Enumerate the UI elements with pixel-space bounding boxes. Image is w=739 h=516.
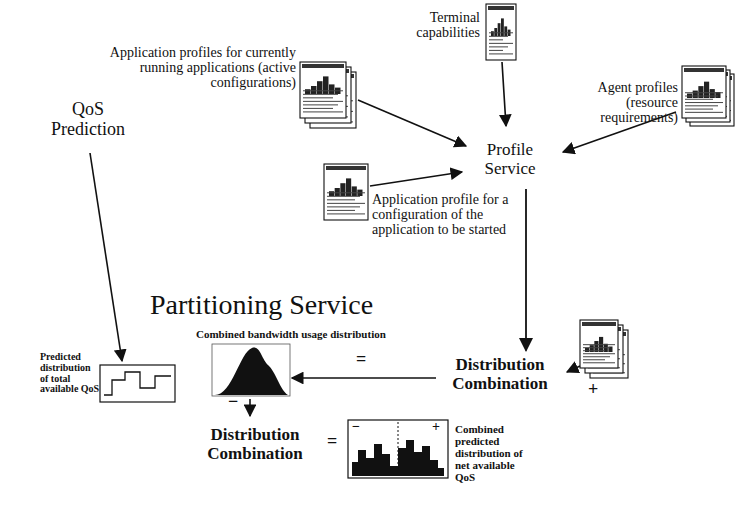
leader-arrows <box>90 62 676 416</box>
node-label: Distribution Combination <box>452 356 547 393</box>
caption-text: Application profiles for currently runni… <box>80 45 296 90</box>
process-box: Distribution Combination <box>197 421 314 470</box>
operator-sign: = <box>327 432 337 451</box>
service-region-outline <box>22 258 734 512</box>
operator-sign: = <box>356 350 366 369</box>
service-ellipse: Profile Service <box>466 129 554 191</box>
bandwidth-chart <box>212 344 290 396</box>
axis-sign: + <box>432 419 440 434</box>
prediction-ellipse: QoS Prediction <box>28 88 149 153</box>
profile-documents <box>300 4 734 378</box>
service-region: Partitioning ServiceDistribution Combina… <box>22 258 734 512</box>
caption-text: Terminal capabilities <box>398 10 480 40</box>
flow-arrow <box>525 189 527 351</box>
chart-label: Combined bandwidth usage distribution <box>196 329 386 341</box>
chart-label: Combined predicted distribution of net a… <box>455 424 525 483</box>
operator-sign: + <box>588 380 598 399</box>
node-label: Partitioning Service <box>150 290 373 321</box>
node-label: QoS Prediction <box>51 100 125 140</box>
caption-text: Agent profiles (resource requirements) <box>560 80 678 125</box>
process-box: Distribution Combination <box>442 351 559 400</box>
step-chart <box>100 365 175 402</box>
axis-sign: − <box>352 419 360 434</box>
node-label: Profile Service <box>485 141 536 178</box>
node-label: Distribution Combination <box>207 426 302 463</box>
operator-sign: − <box>228 392 238 411</box>
chart-label: Predicted distribution of total availabl… <box>40 352 100 395</box>
caption-text: Application profile for a configuration … <box>372 192 522 237</box>
result-chart <box>348 420 448 478</box>
